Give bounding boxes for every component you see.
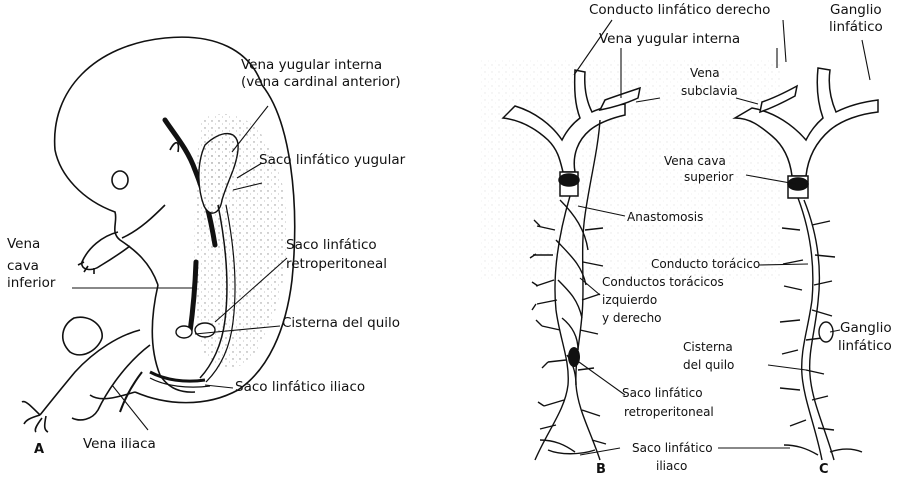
label-cisterna-c-1: Cisterna <box>683 340 733 354</box>
label-saco-retroperitoneal-a-1: Saco linfático <box>286 237 377 254</box>
label-vena-cava-inferior-2: cava <box>7 258 39 275</box>
label-saco-linfatico-yugular: Saco linfático yugular <box>259 152 405 169</box>
label-cisterna-del-quilo-a: Cisterna del quilo <box>282 315 400 332</box>
label-vena-cava-inferior-3: inferior <box>7 275 55 292</box>
label-saco-iliaco-1: Saco linfático <box>632 441 713 455</box>
label-saco-iliaco-2: iliaco <box>656 459 687 473</box>
label-vena-cava-superior-1: Vena cava <box>664 154 726 168</box>
label-vena-cava-inferior-1: Vena <box>7 236 40 253</box>
label-conducto-toracico: Conducto torácico <box>651 257 760 271</box>
label-saco-retroperitoneal-a-2: retroperitoneal <box>286 256 387 273</box>
label-conducto-linfatico-derecho: Conducto linfático derecho <box>589 2 770 19</box>
panel-letter-a: A <box>34 441 44 458</box>
panel-letter-b: B <box>596 461 606 478</box>
label-conductos-toracicos-3: y derecho <box>602 311 662 325</box>
label-cisterna-c-2: del quilo <box>683 358 734 372</box>
label-saco-linfatico-iliaco-a: Saco linfático iliaco <box>235 379 365 396</box>
label-ganglio-linfatico-side-2: linfático <box>838 338 892 355</box>
label-ganglio-linfatico-top-1: Ganglio <box>830 2 882 19</box>
label-ganglio-linfatico-side-1: Ganglio <box>840 320 892 337</box>
label-vena-subclavia-1: Vena <box>690 66 720 80</box>
label-vena-iliaca: Vena iliaca <box>83 436 156 453</box>
label-vena-yugular-interna-a: Vena yugular interna <box>241 57 382 74</box>
label-vena-cava-superior-2: superior <box>684 170 733 184</box>
label-conductos-toracicos-2: izquierdo <box>602 293 657 307</box>
label-saco-retroperitoneal-b-2: retroperitoneal <box>624 405 714 419</box>
label-vena-subclavia-2: subclavia <box>681 84 738 98</box>
label-vena-cardinal-anterior: (vena cardinal anterior) <box>241 74 401 91</box>
panel-letter-c: C <box>819 461 829 478</box>
label-vena-yugular-interna-b: Vena yugular interna <box>599 31 740 48</box>
label-ganglio-linfatico-top-2: linfático <box>829 19 883 36</box>
label-conductos-toracicos-1: Conductos torácicos <box>602 275 724 289</box>
panel-b-retroperitoneal-sac <box>568 347 580 367</box>
label-anastomosis: Anastomosis <box>627 210 703 224</box>
label-saco-retroperitoneal-b-1: Saco linfático <box>622 386 703 400</box>
